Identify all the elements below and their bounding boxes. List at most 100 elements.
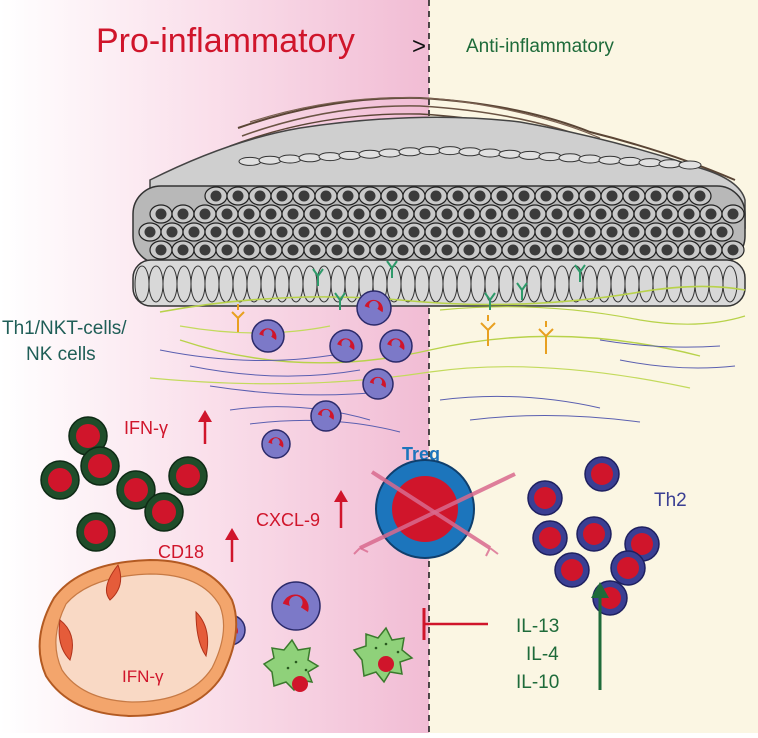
basal-keratinocyte <box>470 265 486 303</box>
spinous-keratinocyte <box>446 186 470 206</box>
spinous-keratinocyte <box>600 186 624 206</box>
spinous-keratinocyte <box>215 204 239 224</box>
spinous-keratinocyte <box>248 222 272 242</box>
basal-keratinocyte <box>274 265 290 303</box>
spinous-keratinocyte <box>688 186 712 206</box>
th2-cell <box>532 520 568 556</box>
spinous-keratinocyte <box>171 204 195 224</box>
spinous-keratinocyte <box>193 240 217 260</box>
spinous-keratinocyte <box>479 204 503 224</box>
spinous-keratinocyte <box>413 240 437 260</box>
granular-cell <box>598 155 622 165</box>
ifn-gamma-up-arrow <box>198 410 212 444</box>
basal-keratinocyte <box>414 265 430 303</box>
spinous-keratinocyte <box>512 186 536 206</box>
spinous-keratinocyte <box>248 186 272 206</box>
granular-cell <box>558 153 582 163</box>
basal-keratinocyte <box>708 265 724 303</box>
spinous-keratinocyte <box>204 186 228 206</box>
spinous-keratinocyte <box>468 222 492 242</box>
spinous-keratinocyte <box>556 186 580 206</box>
spinous-keratinocyte <box>611 240 635 260</box>
spinous-keratinocyte <box>699 204 723 224</box>
spinous-keratinocyte <box>457 204 481 224</box>
treg-label: Treg <box>402 444 440 464</box>
spinous-keratinocyte <box>468 186 492 206</box>
th2-cell <box>610 550 646 586</box>
th2-cell <box>576 516 612 552</box>
granular-cell <box>278 154 302 164</box>
spinous-keratinocyte <box>633 204 657 224</box>
spinous-keratinocyte <box>633 240 657 260</box>
granular-cell <box>398 147 422 157</box>
ifn-gamma-vessel-label: IFN-γ <box>122 667 164 686</box>
spinous-keratinocyte <box>237 240 261 260</box>
spinous-keratinocyte <box>677 204 701 224</box>
basal-keratinocyte <box>386 265 402 303</box>
dendritic-cell-right <box>538 321 554 354</box>
spinous-keratinocyte <box>336 222 360 242</box>
spinous-keratinocyte <box>369 204 393 224</box>
th1-cell <box>80 446 120 486</box>
granular-cell <box>538 152 562 162</box>
basal-keratinocyte <box>204 265 220 303</box>
spinous-keratinocyte <box>336 186 360 206</box>
spinous-keratinocyte <box>534 222 558 242</box>
basal-keratinocyte <box>722 265 738 303</box>
basal-keratinocyte <box>190 265 206 303</box>
basal-keratinocyte <box>540 265 556 303</box>
spinous-keratinocyte <box>479 240 503 260</box>
spinous-keratinocyte <box>556 222 580 242</box>
spinous-keratinocyte <box>347 240 371 260</box>
dermis-fibers <box>149 260 746 433</box>
basal-keratinocyte <box>232 265 248 303</box>
spinous-keratinocyte <box>358 186 382 206</box>
spinous-keratinocyte <box>721 204 745 224</box>
basal-keratinocyte <box>218 265 234 303</box>
spinous-keratinocyte <box>303 240 327 260</box>
dendritic-cell-left <box>231 304 245 332</box>
spinous-keratinocyte <box>391 240 415 260</box>
il4-label: IL-4 <box>526 644 559 665</box>
basal-keratinocyte <box>400 265 416 303</box>
basal-keratinocyte <box>428 265 444 303</box>
treg-cross-line-1 <box>370 470 492 550</box>
granular-cell <box>438 146 462 156</box>
granular-cell <box>238 156 262 166</box>
spinous-keratinocyte <box>501 204 525 224</box>
basal-keratinocyte <box>162 265 178 303</box>
spinous-keratinocyte <box>677 240 701 260</box>
th1-cell <box>40 460 80 500</box>
th1-cell <box>144 492 184 532</box>
spinous-keratinocyte <box>721 240 745 260</box>
spinous-keratinocyte <box>413 204 437 224</box>
spinous-keratinocyte <box>622 186 646 206</box>
spinous-keratinocyte <box>710 222 734 242</box>
spinous-keratinocyte <box>622 222 646 242</box>
spinous-keratinocyte <box>512 222 536 242</box>
th1-nkt-label-line2: NK cells <box>26 344 96 365</box>
spinous-keratinocyte <box>149 204 173 224</box>
basal-keratinocyte <box>694 265 710 303</box>
spinous-keratinocyte <box>369 240 393 260</box>
basal-keratinocyte <box>554 265 570 303</box>
spinous-keratinocyte <box>259 204 283 224</box>
il10-label: IL-10 <box>516 672 559 693</box>
basal-keratinocyte <box>512 265 528 303</box>
basal-keratinocyte <box>442 265 458 303</box>
basal-keratinocyte <box>148 265 164 303</box>
spinous-keratinocyte <box>534 186 558 206</box>
spinous-keratinocyte <box>655 240 679 260</box>
granular-cell <box>338 150 362 160</box>
granular-cell <box>258 155 282 165</box>
spinous-keratinocyte <box>457 240 481 260</box>
spinous-keratinocyte <box>567 204 591 224</box>
spinous-keratinocyte <box>182 222 206 242</box>
basal-keratinocyte <box>666 265 682 303</box>
th1-cell <box>76 512 116 552</box>
spinous-keratinocyte <box>160 222 184 242</box>
neutrophil-cell <box>251 319 285 353</box>
spinous-keratinocyte <box>314 222 338 242</box>
